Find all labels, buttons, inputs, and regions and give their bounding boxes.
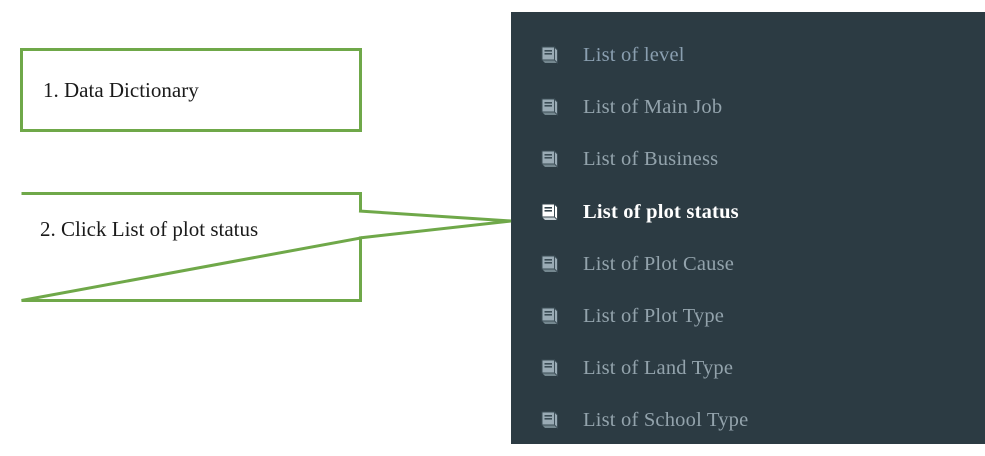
menu-item-6[interactable]: List of Land Type xyxy=(539,351,969,385)
menu-item-label: List of plot status xyxy=(583,200,739,223)
menu-item-label: List of Land Type xyxy=(583,357,734,380)
menu-item-2[interactable]: List of Business xyxy=(539,142,969,176)
annotation-callout-step-1: 1. Data Dictionary xyxy=(20,48,362,132)
annotation-step-2-text: 2. Click List of plot status xyxy=(40,217,259,241)
menu-item-label: List of level xyxy=(583,44,685,66)
annotation-callout-step-2: 2. Click List of plot status xyxy=(20,192,362,302)
callout-step-2-tail xyxy=(358,209,512,240)
menu-item-7[interactable]: List of School Type xyxy=(539,403,969,437)
menu-item-3[interactable]: List of plot status xyxy=(539,195,969,229)
menu-item-label: List of Main Job xyxy=(583,96,723,119)
book-icon xyxy=(541,98,558,117)
menu-item-label: List of Plot Type xyxy=(583,305,725,327)
book-icon xyxy=(541,359,558,378)
book-icon xyxy=(541,202,558,221)
menu-item-label: List of School Type xyxy=(583,409,749,432)
book-icon xyxy=(541,45,558,65)
book-icon xyxy=(541,306,558,326)
book-icon xyxy=(541,254,558,273)
menu-item-4[interactable]: List of Plot Cause xyxy=(539,247,969,281)
menu-item-label: List of Business xyxy=(583,148,719,171)
menu-item-5[interactable]: List of Plot Type xyxy=(539,299,969,333)
menu-item-1[interactable]: List of Main Job xyxy=(539,90,969,124)
book-icon xyxy=(541,150,558,169)
book-icon xyxy=(541,411,558,430)
menu-item-label: List of Plot Cause xyxy=(583,252,735,275)
menu-item-0[interactable]: List of level xyxy=(539,38,969,72)
annotation-step-1-text: 1. Data Dictionary xyxy=(43,78,199,102)
